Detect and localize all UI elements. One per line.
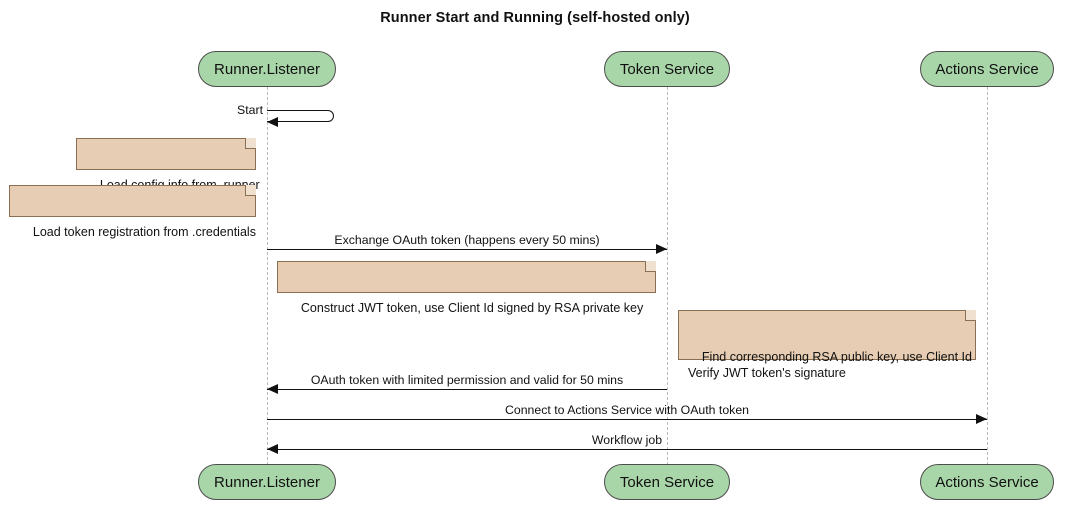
note-verify-jwt: Find corresponding RSA public key, use C… bbox=[678, 310, 976, 380]
message-oauth-return-label: OAuth token with limited permission and … bbox=[310, 373, 624, 387]
note-load-config: Load config info from .runner bbox=[76, 138, 260, 192]
note-load-token-registration: Load token registration from .credential… bbox=[9, 185, 256, 239]
participant-runner-top-label: Runner.Listener bbox=[214, 60, 320, 78]
note-fold-icon bbox=[645, 261, 656, 272]
message-connect-actions-arrowhead bbox=[976, 413, 987, 424]
participant-runner-bottom-label: Runner.Listener bbox=[214, 473, 320, 491]
note-construct-jwt: Construct JWT token, use Client Id signe… bbox=[277, 261, 656, 315]
note-fold-icon bbox=[965, 310, 976, 321]
participant-actions-top[interactable]: Actions Service bbox=[920, 51, 1054, 87]
participant-runner-bottom[interactable]: Runner.Listener bbox=[198, 464, 336, 500]
message-connect-actions-label: Connect to Actions Service with OAuth to… bbox=[504, 403, 750, 417]
note-fold-icon bbox=[245, 185, 256, 196]
message-oauth-return-arrowhead bbox=[267, 383, 278, 394]
self-message-start-arrowhead bbox=[267, 116, 278, 127]
message-workflow-job-label: Workflow job bbox=[591, 433, 663, 447]
participant-actions-bottom-label: Actions Service bbox=[935, 473, 1039, 491]
lifeline-runner bbox=[267, 87, 268, 465]
participant-runner-top[interactable]: Runner.Listener bbox=[198, 51, 336, 87]
message-connect-actions-line bbox=[267, 419, 987, 420]
note-load-token-registration-text: Load token registration from .credential… bbox=[32, 225, 256, 239]
message-workflow-job-arrowhead bbox=[267, 443, 278, 454]
message-workflow-job-line bbox=[267, 449, 987, 450]
self-message-start-loop bbox=[267, 110, 334, 122]
message-exchange-oauth-arrowhead bbox=[656, 243, 667, 254]
participant-actions-top-label: Actions Service bbox=[935, 60, 1039, 78]
message-oauth-return-line bbox=[267, 389, 667, 390]
self-message-start-label: Start bbox=[237, 103, 263, 117]
diagram-title: Runner Start and Running (self-hosted on… bbox=[380, 10, 690, 26]
lifeline-token bbox=[667, 87, 668, 465]
participant-token-top[interactable]: Token Service bbox=[604, 51, 730, 87]
note-fold-icon bbox=[245, 138, 256, 149]
lifeline-actions bbox=[987, 87, 988, 465]
participant-token-top-label: Token Service bbox=[619, 60, 715, 78]
message-exchange-oauth-label: Exchange OAuth token (happens every 50 m… bbox=[334, 233, 600, 247]
participant-token-bottom[interactable]: Token Service bbox=[604, 464, 730, 500]
note-construct-jwt-text: Construct JWT token, use Client Id signe… bbox=[300, 301, 644, 315]
message-exchange-oauth-line bbox=[267, 249, 667, 250]
participant-token-bottom-label: Token Service bbox=[619, 473, 715, 491]
note-verify-jwt-text: Find corresponding RSA public key, use C… bbox=[688, 350, 972, 380]
participant-actions-bottom[interactable]: Actions Service bbox=[920, 464, 1054, 500]
